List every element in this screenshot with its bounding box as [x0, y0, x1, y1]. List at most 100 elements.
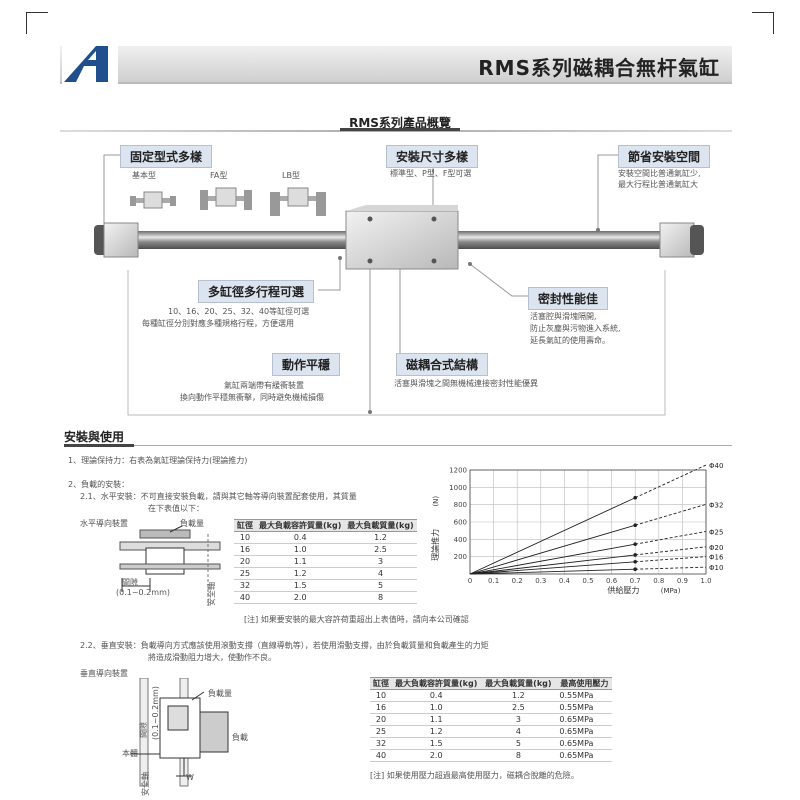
- x-tick-label: 0.7: [630, 577, 641, 585]
- sealing-desc-3: 延長氣缸的使用壽命。: [530, 336, 610, 345]
- x-tick-label: 0.5: [582, 577, 593, 585]
- space-saving-desc-1: 安裝空間比普通氣缸少,: [618, 169, 701, 178]
- x-tick-label: 0.3: [535, 577, 546, 585]
- callout-bore-stroke: 多缸徑多行程可選: [198, 280, 315, 303]
- table-cell: 2.5: [480, 701, 557, 714]
- table-cell: 1.5: [256, 579, 345, 592]
- install-item-2-1a: 2.1、水平安裝：不可直接安裝負載，請與其它軸等導向裝置配套使用，其質量: [80, 492, 357, 501]
- horizontal-load-label: 負載量: [180, 519, 204, 528]
- series-point: [633, 567, 637, 572]
- callout-magnetic: 磁耦合式結構: [396, 353, 489, 376]
- series-line-dashed: [635, 464, 707, 499]
- table-cell: 8: [344, 591, 417, 604]
- table-cell: 16: [234, 543, 256, 556]
- install-section-title: 安裝與使用: [64, 430, 125, 444]
- callout-space-saving: 節省安裝空間: [618, 145, 711, 168]
- series-line-solid: [469, 568, 636, 575]
- horizontal-guide-diagram: [119, 525, 221, 606]
- vertical-load-label: 負載量: [208, 689, 232, 698]
- vertical-gap-value: (0.1~0.2mm): [151, 686, 160, 740]
- mount-type-basic-label: 基本型: [132, 171, 156, 180]
- install-section-divider: [134, 445, 732, 446]
- y-tick-label: 400: [454, 536, 467, 544]
- x-tick-label: 0.1: [488, 577, 499, 585]
- series-point: [633, 495, 637, 500]
- table-header-cell: 最大負載容許質量(kg): [392, 677, 481, 690]
- table-cell: 3: [344, 555, 417, 568]
- horizontal-guide-caption: 水平導向裝置: [80, 519, 128, 528]
- callout-stable: 動作平穩: [272, 353, 341, 376]
- table-header-cell: 最高使用壓力: [556, 677, 613, 690]
- table-cell: 20: [234, 555, 256, 568]
- x-tick-label: 0.2: [512, 577, 523, 585]
- mount-type-lb-label: LB型: [282, 171, 300, 180]
- series-label: Φ10: [709, 564, 723, 572]
- company-logo: [62, 44, 118, 84]
- series-line-solid: [469, 524, 636, 575]
- table-header-cell: 最大負載容許質量(kg): [256, 519, 345, 532]
- series-line-dashed: [635, 556, 707, 563]
- table-cell: 1.2: [480, 689, 557, 702]
- series-line-dashed: [635, 546, 707, 556]
- table-header-cell: 缸徑: [234, 519, 256, 532]
- plot-frame: [469, 469, 707, 575]
- space-saving-desc-2: 最大行程比普通氣缸大: [618, 180, 698, 189]
- series-point: [633, 523, 637, 528]
- table-cell: 0.65MPa: [556, 749, 613, 762]
- table-cell: 32: [370, 737, 392, 750]
- callout-fixed-types: 固定型式多樣: [120, 145, 213, 168]
- table-cell: 1.0: [256, 543, 345, 556]
- install-item-1: 1、理論保持力：右表為氣缸理論保持力(理論推力): [68, 456, 248, 465]
- stable-desc-1: 氣缸兩端帶有緩衝裝置: [224, 381, 304, 390]
- series-line-dashed: [635, 531, 707, 545]
- table-cell: 25: [234, 567, 256, 580]
- series-label: Φ32: [709, 501, 723, 509]
- vertical-safety-label: 安全軸: [141, 772, 150, 796]
- install-item-2-1b: 在下表值以下：: [148, 504, 204, 513]
- series-line-solid: [469, 497, 636, 575]
- series-line-solid: [469, 543, 636, 575]
- note-2: [注] 如果使用壓力超過最高使用壓力，磁耦合脫離的危險。: [370, 771, 579, 780]
- vertical-guide-diagram: [130, 678, 229, 787]
- series-line-solid: [469, 554, 636, 575]
- overview-underline: [340, 128, 460, 131]
- table-cell: 1.1: [256, 555, 345, 568]
- table-cell: 20: [370, 713, 392, 726]
- mount-size-desc: 標準型、P型、F型可選: [390, 169, 472, 178]
- series-point: [633, 553, 637, 557]
- series-line-solid: [469, 561, 636, 575]
- callout-mount-size: 安裝尺寸多樣: [386, 145, 479, 168]
- x-tick-label: 0.6: [606, 577, 618, 585]
- y-tick-label: 1200: [449, 467, 467, 475]
- table-cell: 25: [370, 725, 392, 738]
- callout-sealing: 密封性能佳: [528, 287, 609, 310]
- install-item-2-2b: 將造成滑動阻力增大，使動作不良。: [148, 653, 276, 662]
- mount-type-lb-icon: [270, 187, 326, 216]
- table-cell: 1.2: [256, 567, 345, 580]
- crop-mark-top-left: [26, 12, 48, 34]
- vertical-load2-label: 負載: [232, 733, 248, 742]
- table-cell: 0.55MPa: [556, 689, 613, 702]
- cylinder-illustration: [94, 205, 704, 270]
- table-cell: 4: [344, 567, 417, 580]
- table-cell: 1.2: [392, 725, 481, 738]
- table-cell: 3: [480, 713, 557, 726]
- mount-type-basic-icon: [130, 191, 176, 209]
- table-cell: 8: [480, 749, 557, 762]
- table-header-cell: 最大負載質量(kg): [480, 677, 557, 690]
- series-label: Φ25: [709, 528, 723, 536]
- table-cell: 0.55MPa: [556, 701, 613, 714]
- table-cell: 40: [370, 749, 392, 762]
- x-tick-label: 0.4: [559, 577, 571, 585]
- table-cell: 1.5: [392, 737, 481, 750]
- y-axis-label: 理論推力: [430, 529, 440, 561]
- series-point: [633, 559, 637, 564]
